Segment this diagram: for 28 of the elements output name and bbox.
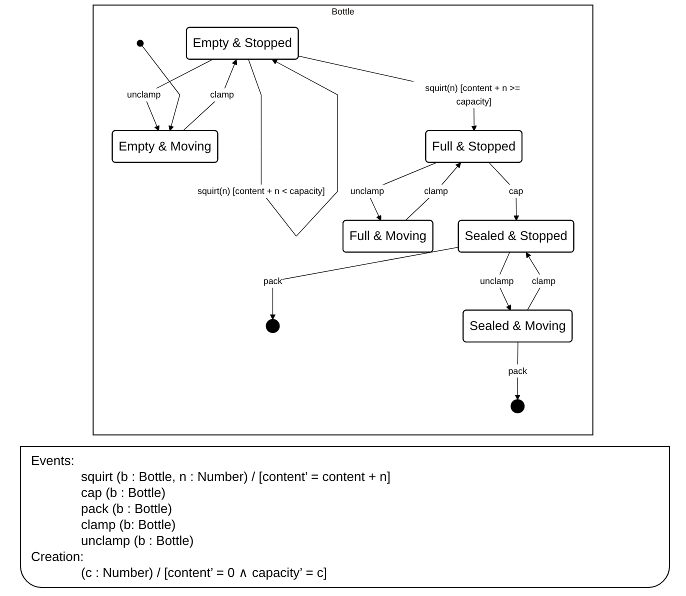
section-heading: Creation: — [31, 549, 85, 565]
edge-label: pack — [508, 366, 528, 376]
event-signature: pack (b : Bottle) — [80, 501, 174, 517]
edge-label: clamp — [424, 186, 448, 196]
edge-label: clamp — [210, 89, 234, 100]
edge-label: clamp — [532, 276, 556, 286]
arrow — [514, 342, 520, 400]
event-signature: clamp (b: Bottle) — [80, 517, 177, 533]
edge-label: cap — [508, 186, 524, 196]
arrow — [488, 162, 520, 221]
section-heading: Events: — [31, 453, 76, 469]
arrow — [182, 59, 238, 132]
arrow — [405, 162, 461, 221]
event-signature: cap (b : Bottle) — [80, 485, 167, 501]
node-bullseye — [510, 399, 525, 414]
event-signature: unclamp (b : Bottle) — [80, 533, 195, 549]
edge-label: squirt(n) [content + n < capacity] — [198, 186, 325, 196]
event-signature: (c : Number) / [content’ = 0 ∧ capacity’ = c] — [80, 565, 328, 581]
edge-label: unclamp — [127, 89, 161, 100]
event-signature: squirt (b : Bottle, n : Number) / [content’ = content + n] — [80, 469, 392, 485]
edge-label: unclamp — [480, 276, 514, 286]
arrow — [142, 46, 180, 132]
edge-label: pack — [263, 276, 282, 286]
edge-label: unclamp — [350, 186, 384, 196]
node-circle — [136, 40, 144, 47]
arrow — [270, 246, 459, 320]
edge-label: squirt(n) [content + n >= capacity] — [425, 82, 520, 106]
node-bullseye — [266, 319, 280, 334]
